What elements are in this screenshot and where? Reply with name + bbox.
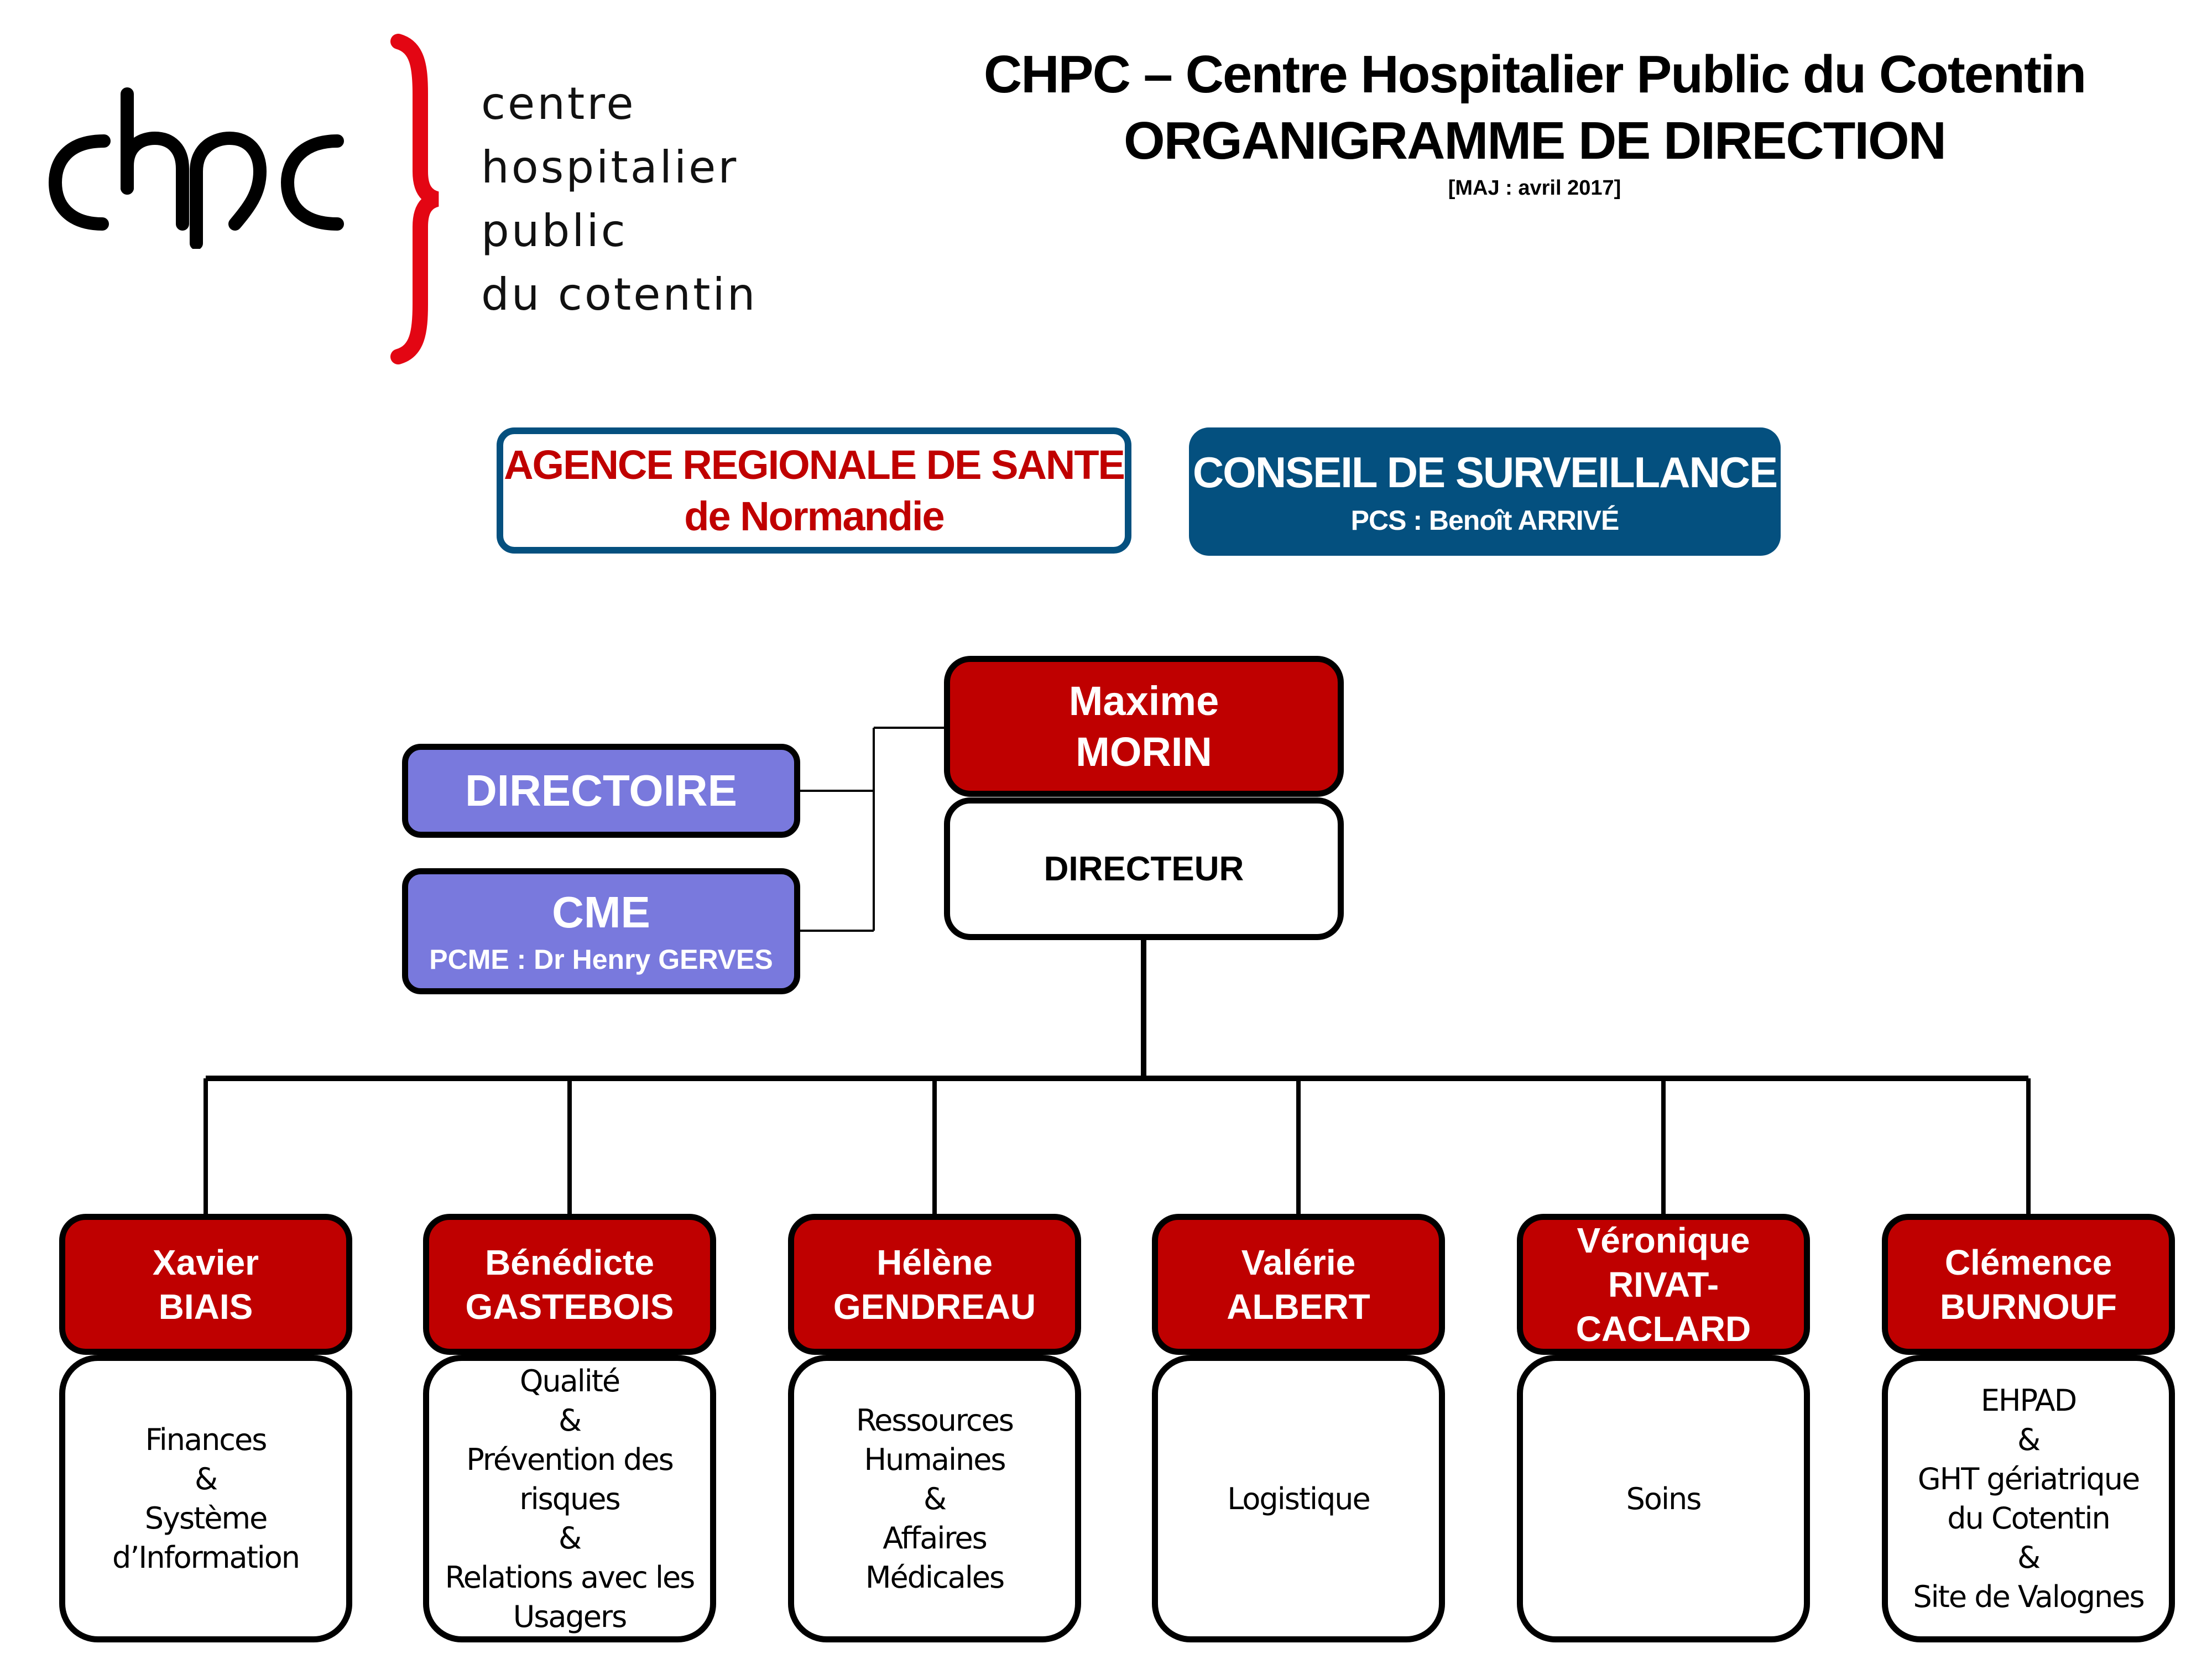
cme-president: PCME : Dr Henry GERVES	[429, 944, 773, 975]
logo-line: public	[481, 205, 628, 257]
dept-scope-line: &	[558, 1520, 582, 1556]
dept-scope-line: Logistique	[1227, 1481, 1370, 1516]
dept-scope-line: &	[194, 1462, 218, 1496]
dept-scope-line: Prévention des	[466, 1442, 674, 1477]
dept-scope-line: Site de Valognes	[1913, 1579, 2145, 1614]
dept-scope-line: d’Information	[112, 1540, 300, 1575]
dept-scope-line: du Cotentin	[1947, 1501, 2110, 1536]
dept-scope-line: Relations avec les	[445, 1559, 696, 1595]
dept-scope-line: Ressources	[856, 1402, 1014, 1438]
dept-first-name: Clémence	[1944, 1242, 2112, 1282]
logo-brace-icon	[387, 33, 448, 365]
director-first-name: Maxime	[1068, 677, 1219, 724]
dept-scope-box: Soins	[1517, 1355, 1810, 1642]
dept-last-name: ALBERT	[1227, 1286, 1370, 1327]
dept-scope-line: GHT gériatrique	[1917, 1462, 2140, 1496]
director-role-box: DIRECTEUR	[944, 797, 1344, 940]
cme-title: CME	[552, 888, 650, 937]
ars-box: AGENCE REGIONALE DE SANTE de Normandie	[497, 427, 1131, 554]
dept-scope-line: &	[2017, 1540, 2041, 1575]
logo-line: hospitalier	[481, 142, 739, 193]
logo-wordmark: centre hospitalier public du cotentin	[481, 72, 824, 326]
dept-scope-line: Humaines	[864, 1442, 1006, 1477]
dept-last-name: CACLARD	[1575, 1308, 1751, 1349]
logo-line: centre	[481, 78, 636, 129]
dept-first-name: Véronique	[1577, 1220, 1750, 1260]
cme-box: CME PCME : Dr Henry GERVES	[402, 868, 800, 994]
page-subtitle: ORGANIGRAMME DE DIRECTION	[1124, 111, 1947, 170]
dept-first-name: Xavier	[152, 1242, 259, 1282]
director-name-box: Maxime MORIN	[944, 656, 1344, 797]
conseil-title: CONSEIL DE SURVEILLANCE	[1192, 447, 1778, 497]
dept-scope-line: &	[558, 1402, 582, 1438]
update-date: [MAJ : avril 2017]	[1448, 176, 1621, 200]
dept-scope-line: Système	[144, 1501, 268, 1536]
dept-first-name: Bénédicte	[485, 1242, 654, 1282]
dept-first-name: Valérie	[1241, 1242, 1356, 1282]
dept-scope-line: risques	[519, 1481, 620, 1516]
directoire-label: DIRECTOIRE	[465, 766, 737, 815]
dept-last-name: BIAIS	[158, 1286, 253, 1327]
dept-scope-box: Logistique	[1152, 1355, 1445, 1642]
dept-first-name: Hélène	[877, 1242, 993, 1282]
ars-region: de Normandie	[684, 493, 945, 539]
dept-last-name: BURNOUF	[1940, 1286, 2117, 1327]
chpc-logo-mark	[44, 83, 376, 250]
logo-line: du cotentin	[481, 269, 758, 320]
conseil-president: PCS : Benoît ARRIVÉ	[1350, 504, 1620, 536]
dept-last-name: RIVAT-	[1608, 1264, 1719, 1305]
dept-last-name: GENDREAU	[833, 1286, 1036, 1327]
director-role: DIRECTEUR	[1044, 849, 1244, 888]
ars-title: AGENCE REGIONALE DE SANTE	[504, 442, 1125, 488]
director-last-name: MORIN	[1076, 728, 1212, 775]
dept-scope-line: Médicales	[865, 1559, 1005, 1595]
dept-scope-box: EHPAD & GHT gériatrique du Cotentin & Site de…	[1882, 1355, 2175, 1642]
dept-scope-line: Usagers	[513, 1599, 628, 1634]
dept-last-name: GASTEBOIS	[465, 1286, 674, 1327]
dept-scope-box: Finances & Système d’Information	[59, 1355, 352, 1642]
page-title: CHPC – Centre Hospitalier Public du Cote…	[983, 45, 2086, 104]
dept-scope-line: Qualité	[519, 1363, 620, 1399]
dept-scope-line: &	[923, 1481, 947, 1516]
dept-scope-line: Finances	[145, 1422, 268, 1457]
dept-scope-line: Affaires	[883, 1520, 988, 1556]
dept-scope-line: Soins	[1626, 1481, 1702, 1516]
conseil-surveillance-box: CONSEIL DE SURVEILLANCE PCS : Benoît ARR…	[1189, 427, 1781, 556]
dept-scope-line: EHPAD	[1980, 1383, 2077, 1418]
dept-scope-line: &	[2017, 1422, 2041, 1457]
directoire-box: DIRECTOIRE	[402, 744, 800, 838]
